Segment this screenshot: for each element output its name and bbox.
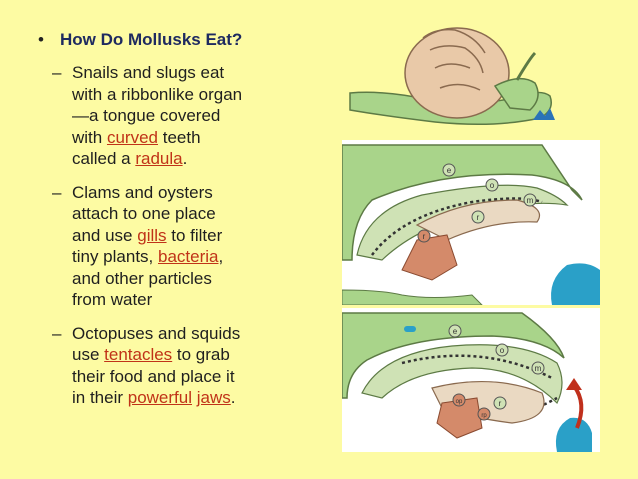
label-r [471, 210, 485, 224]
blue-dot [404, 326, 416, 332]
body-top [341, 144, 583, 261]
label-m-2 [531, 361, 545, 375]
label-rp [477, 407, 491, 421]
sub-bullet-dash: – [52, 182, 62, 202]
highlighted-term: jaws [196, 388, 231, 407]
rock [551, 263, 600, 305]
muscle-2 [436, 397, 483, 439]
tentacle [515, 51, 537, 81]
label-rp-text: rp [481, 413, 487, 419]
text-line: Octopuses and squids [72, 323, 338, 345]
food-plant [533, 108, 555, 120]
text-segment: use [72, 345, 105, 364]
text-segment: Octopuses and squids [72, 323, 241, 343]
highlighted-term: powerful [127, 388, 193, 407]
text-line: from water [72, 289, 338, 311]
sub-bullet: –Snails and slugs eat with a ribbonlike o… [38, 62, 338, 170]
text-line: use tentacles to grab [72, 344, 338, 366]
heading-text: How Do Mollusks Eat? [60, 30, 243, 49]
snail-illustration [349, 27, 555, 125]
label-r-2 [493, 396, 507, 410]
label-o [485, 178, 499, 192]
sub-bullet-dash: – [52, 63, 62, 82]
label-rr-text: r [423, 232, 426, 241]
label-rr [417, 229, 431, 243]
sub-bullet: –Clams and oysters attach to one place and… [38, 182, 338, 311]
label-o-2 [495, 343, 509, 357]
radula-panel-1: e o m r r [341, 140, 600, 306]
mouth-cavity-2 [361, 344, 563, 405]
text-line: and use gills to filter [72, 225, 338, 247]
text-segment: their food and place it [72, 366, 235, 386]
label-e-2 [448, 324, 462, 338]
text-column: • How Do Mollusks Eat? –Snails and slugs… [38, 30, 338, 409]
label-e-text: e [447, 166, 452, 175]
text-segment: —a tongue covered [72, 106, 221, 125]
text-segment: with a ribbonlike organ [72, 84, 243, 104]
highlighted-term: tentacles [104, 345, 173, 364]
highlighted-term: gills [137, 225, 167, 245]
text-segment: attach to one place [72, 204, 216, 223]
text-line: with a ribbonlike organ [72, 84, 338, 106]
body-bottom [341, 289, 484, 306]
text-segment: tiny plants, [72, 247, 158, 266]
text-segment: in their [72, 388, 128, 407]
text-segment: Clams and oysters [72, 182, 213, 202]
label-m [523, 193, 537, 207]
text-segment: . [182, 149, 188, 168]
text-line: their food and place it [72, 366, 338, 388]
label-op-text: op [456, 399, 463, 405]
text-line: tiny plants, bacteria, [72, 246, 338, 268]
text-line: —a tongue covered [72, 105, 338, 127]
text-segment: to filter [166, 225, 223, 245]
label-e [442, 163, 456, 177]
shell-spiral [422, 28, 486, 91]
label-m-text: m [527, 196, 534, 205]
text-segment: from water [72, 290, 153, 309]
text-line: attach to one place [72, 203, 338, 225]
label-r-text: r [477, 213, 480, 222]
sub-bullet-dash: – [52, 323, 62, 343]
snail-head [493, 77, 539, 111]
label-o-text: o [490, 181, 495, 190]
text-segment: and other particles [72, 268, 212, 288]
text-segment: teeth [158, 127, 201, 147]
radula-ribbon-2 [401, 354, 553, 380]
text-segment: and use [72, 225, 138, 245]
label-o-2-text: o [500, 346, 505, 355]
text-line: called a radula. [72, 148, 338, 170]
text-segment: , [218, 247, 224, 266]
text-line: Clams and oysters [72, 182, 338, 204]
radula-panel-2: e o m r op rp [341, 308, 600, 452]
label-r-2-text: r [499, 399, 502, 408]
body-top-2 [341, 312, 565, 399]
heading-bullet: • [38, 30, 44, 49]
label-op [452, 393, 466, 407]
snail-shell [404, 27, 510, 119]
highlighted-term: bacteria [158, 247, 219, 266]
label-m-2-text: m [535, 364, 542, 373]
muscle [401, 234, 458, 281]
text-segment: Snails and slugs eat [72, 63, 225, 82]
text-segment: . [230, 388, 236, 407]
text-segment: to grab [172, 345, 230, 364]
text-line: with curved teeth [72, 127, 338, 149]
text-segment: with [72, 127, 107, 147]
highlighted-term: radula [135, 149, 183, 168]
highlighted-term: curved [106, 127, 158, 147]
text-line: and other particles [72, 268, 338, 290]
text-line: Snails and slugs eat [72, 62, 338, 84]
rock-2 [555, 417, 592, 452]
text-segment: called a [72, 149, 136, 168]
text-line: in their powerful jaws. [72, 387, 338, 409]
arrow-head [566, 378, 582, 390]
heading: • How Do Mollusks Eat? [38, 30, 338, 50]
label-e-2-text: e [453, 327, 458, 336]
